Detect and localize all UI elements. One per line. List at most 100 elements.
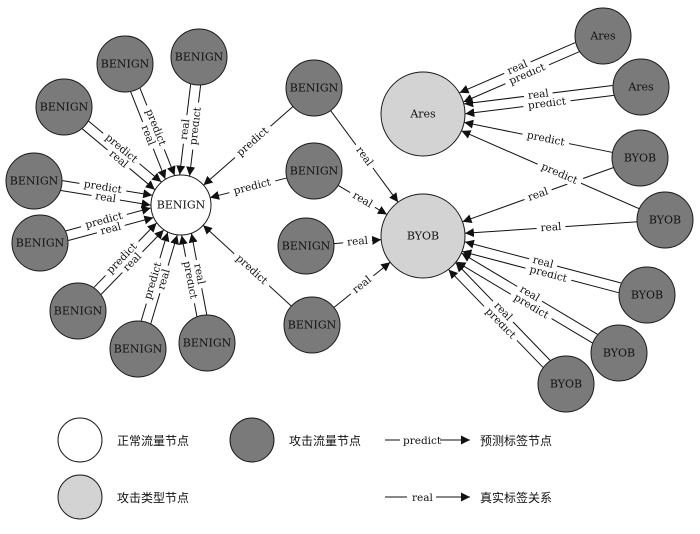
node-a2: Ares xyxy=(612,58,670,116)
edge-b3-real-label-bg xyxy=(103,144,134,174)
node-b4-label: BENIGN xyxy=(10,175,59,188)
edge-b7-real-label: real xyxy=(155,267,173,291)
node-b1: BENIGN xyxy=(96,35,154,93)
node-H_BENIGN-circle xyxy=(150,174,212,236)
node-m3-circle xyxy=(277,217,335,275)
edge-b2-real-label: real xyxy=(178,118,192,141)
node-y5: BYOB xyxy=(537,355,595,413)
node-H_BENIGN-label: BENIGN xyxy=(157,199,206,212)
node-m3: BENIGN xyxy=(277,217,335,275)
edge-m4-real-label-bg xyxy=(346,270,378,299)
node-y2-label: BYOB xyxy=(649,214,681,227)
edge-b1-predict-label-bg xyxy=(140,103,171,152)
node-y2-circle xyxy=(636,191,694,249)
edge-b8-real-label: real xyxy=(191,263,207,286)
node-b8-label: BENIGN xyxy=(183,337,232,350)
node-m4-circle xyxy=(283,296,341,354)
node-y4: BYOB xyxy=(590,324,648,382)
legend-predict-word: predict xyxy=(403,435,442,447)
node-b4-circle xyxy=(5,152,63,210)
edge-a1-real-label-bg xyxy=(501,55,534,80)
node-y1: BYOB xyxy=(611,129,669,187)
node-m3-label: BENIGN xyxy=(282,240,331,253)
edge-a2-real-label: real xyxy=(527,87,550,102)
edge-b4-real-label-bg xyxy=(90,189,121,207)
node-b7-label: BENIGN xyxy=(114,343,163,356)
node-b1-label: BENIGN xyxy=(101,58,150,71)
node-y2: BYOB xyxy=(636,191,694,249)
edge-b6-predict-label-bg xyxy=(100,236,144,280)
edge-y1-predict-label-bg xyxy=(521,127,571,150)
node-b6-label: BENIGN xyxy=(54,305,103,318)
edge-y3-real-label: real xyxy=(531,254,555,271)
node-H_ARES: Ares xyxy=(380,71,466,157)
node-b2-label: BENIGN xyxy=(175,51,224,64)
node-a1: Ares xyxy=(574,7,632,65)
legend-attack-text: 攻击流量节点 xyxy=(289,434,361,448)
legend-attack-swatch xyxy=(229,417,275,463)
edge-y1-predict-label: predict xyxy=(526,129,567,149)
edge-b4-real-label: real xyxy=(94,190,117,205)
edge-b6-real-label-bg xyxy=(117,247,148,278)
node-b5-circle xyxy=(11,214,69,272)
node-b1-circle xyxy=(96,35,154,93)
node-y3-circle xyxy=(618,266,676,324)
edge-y3-predict-label-bg xyxy=(523,261,573,287)
node-b8-circle xyxy=(178,314,236,372)
edge-b5-real-label: real xyxy=(99,220,123,237)
edge-m2-predict-label: predict xyxy=(232,176,273,197)
node-b3-circle xyxy=(35,78,93,136)
node-b7: BENIGN xyxy=(109,320,167,378)
edge-y3-real-label-bg xyxy=(527,252,559,273)
node-H_BYOB-label: BYOB xyxy=(407,230,439,243)
node-b7-circle xyxy=(109,320,167,378)
edge-m1-predict-label-bg xyxy=(230,121,275,163)
edge-y2-real-label-bg xyxy=(536,220,566,235)
node-H_BYOB: BYOB xyxy=(380,193,466,279)
edge-y5-real-label-bg xyxy=(488,296,518,327)
node-H_BENIGN: BENIGN xyxy=(150,174,212,236)
node-b5: BENIGN xyxy=(11,214,69,272)
edge-a1-predict-label-bg xyxy=(502,58,552,90)
edge-b8-predict-label-bg xyxy=(179,255,201,305)
edge-b3-predict-label-bg xyxy=(98,128,144,169)
node-a1-label: Ares xyxy=(589,30,616,43)
node-b4: BENIGN xyxy=(5,152,63,210)
edge-m2-predict-label-bg xyxy=(227,174,277,199)
legend-type-swatch xyxy=(57,474,103,520)
edge-y4-real-label-bg xyxy=(513,280,546,307)
edge-b8-real-label-bg xyxy=(190,258,209,290)
node-b5-label: BENIGN xyxy=(16,237,65,250)
legend-real-word: real xyxy=(412,492,433,504)
node-y4-circle xyxy=(590,324,648,382)
node-b6-circle xyxy=(49,282,107,340)
edge-y1-real-label-bg xyxy=(522,183,554,206)
node-H_ARES-circle xyxy=(380,71,466,157)
node-a1-circle xyxy=(574,7,632,65)
node-y1-label: BYOB xyxy=(624,152,656,165)
edge-b5-real-label-bg xyxy=(95,219,127,240)
legend-normal-swatch xyxy=(57,417,103,463)
edge-b2-predict-label: predict xyxy=(187,106,204,146)
edge-m1-real-label-bg xyxy=(350,140,379,172)
edge-m3-real-label-bg xyxy=(342,233,373,250)
node-y4-label: BYOB xyxy=(603,347,635,360)
node-m1-circle xyxy=(285,59,343,117)
node-m1-label: BENIGN xyxy=(290,82,339,95)
node-H_ARES-label: Ares xyxy=(409,108,436,121)
node-m2-label: BENIGN xyxy=(290,165,339,178)
edge-y5-predict-label-bg xyxy=(479,301,522,345)
legend-normal-text: 正常流量节点 xyxy=(117,434,189,448)
edge-m3-real-label: real xyxy=(347,235,369,249)
legend-real-text: 真实标签关系 xyxy=(480,490,552,505)
node-y5-circle xyxy=(537,355,595,413)
edge-m4-predict-label: predict xyxy=(234,252,271,287)
node-b2-circle xyxy=(170,28,228,86)
edge-m2-real-label-bg xyxy=(346,186,379,213)
node-H_BYOB-circle xyxy=(380,193,466,279)
node-b6: BENIGN xyxy=(49,282,107,340)
node-a2-label: Ares xyxy=(627,81,654,94)
